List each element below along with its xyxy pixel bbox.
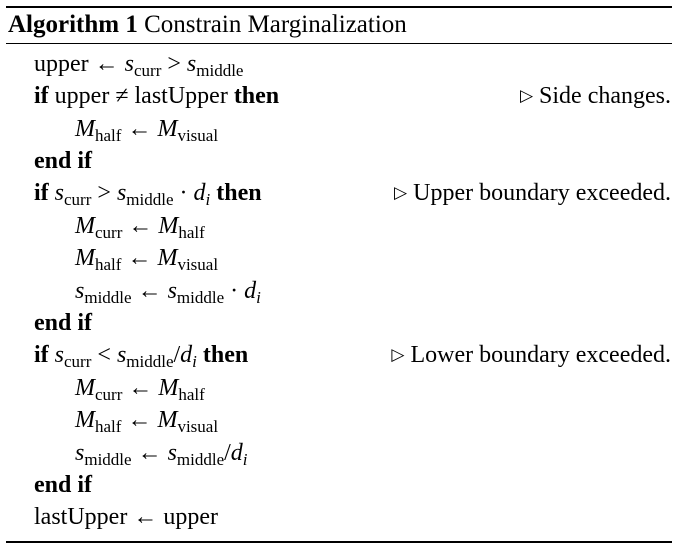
comment-triangle-icon: ▷ <box>391 345 405 364</box>
algorithm-line: Mhalf←Mvisual <box>0 242 680 274</box>
algorithm-line: smiddle←smiddle·di <box>0 275 680 307</box>
line-code: lastUpper←upper <box>34 504 218 530</box>
algorithm-line: upper←scurr>smiddle <box>0 48 680 80</box>
line-comment: ▷Side changes. <box>519 83 671 109</box>
algorithm-line: Mcurr←Mhalf <box>0 372 680 404</box>
algorithm-label: Algorithm 1 <box>8 11 138 38</box>
bottom-rule <box>6 541 672 543</box>
algorithm-line: end if <box>0 307 680 339</box>
algorithm-line: if upper≠lastUpper then ▷Side changes. <box>0 80 680 112</box>
line-code: upper←scurr>smiddle <box>34 51 244 80</box>
algorithm-line: Mcurr←Mhalf <box>0 210 680 242</box>
top-rule <box>6 6 672 8</box>
line-code: end if <box>34 148 93 174</box>
algorithm-line: end if <box>0 145 680 177</box>
algorithm-line: if scurr>smiddle·di then ▷Upper boundary… <box>0 177 680 209</box>
title-rule <box>6 43 672 44</box>
algorithm-line: if scurr<smiddle/di then ▷Lower boundary… <box>0 339 680 371</box>
line-code: smiddle←smiddle·di <box>75 278 261 307</box>
algorithm-line: smiddle←smiddle/di <box>0 437 680 469</box>
comment-triangle-icon: ▷ <box>394 183 408 202</box>
line-code: end if <box>34 472 93 498</box>
comment-triangle-icon: ▷ <box>519 86 534 105</box>
algorithm-name: Constrain Marginalization <box>144 11 407 38</box>
line-comment: ▷Upper boundary exceeded. <box>394 180 671 206</box>
line-code: end if <box>34 310 93 336</box>
line-code: Mhalf←Mvisual <box>75 407 219 436</box>
algorithm-line: Mhalf←Mvisual <box>0 404 680 436</box>
line-code: if scurr>smiddle·di then <box>34 180 262 209</box>
algorithm-line: lastUpper←upper <box>0 501 680 533</box>
line-code: Mhalf←Mvisual <box>75 245 219 274</box>
line-code: if scurr<smiddle/di then <box>34 342 249 371</box>
line-code: smiddle←smiddle/di <box>75 440 248 469</box>
line-code: Mcurr←Mhalf <box>75 375 205 404</box>
algorithm-title: Algorithm 1 Constrain Marginalization <box>8 8 407 42</box>
algorithm-line: end if <box>0 469 680 501</box>
line-code: Mcurr←Mhalf <box>75 213 205 242</box>
line-comment: ▷Lower boundary exceeded. <box>391 342 671 368</box>
algorithm-line: Mhalf←Mvisual <box>0 113 680 145</box>
line-code: if upper≠lastUpper then <box>34 83 280 109</box>
line-code: Mhalf←Mvisual <box>75 116 219 145</box>
